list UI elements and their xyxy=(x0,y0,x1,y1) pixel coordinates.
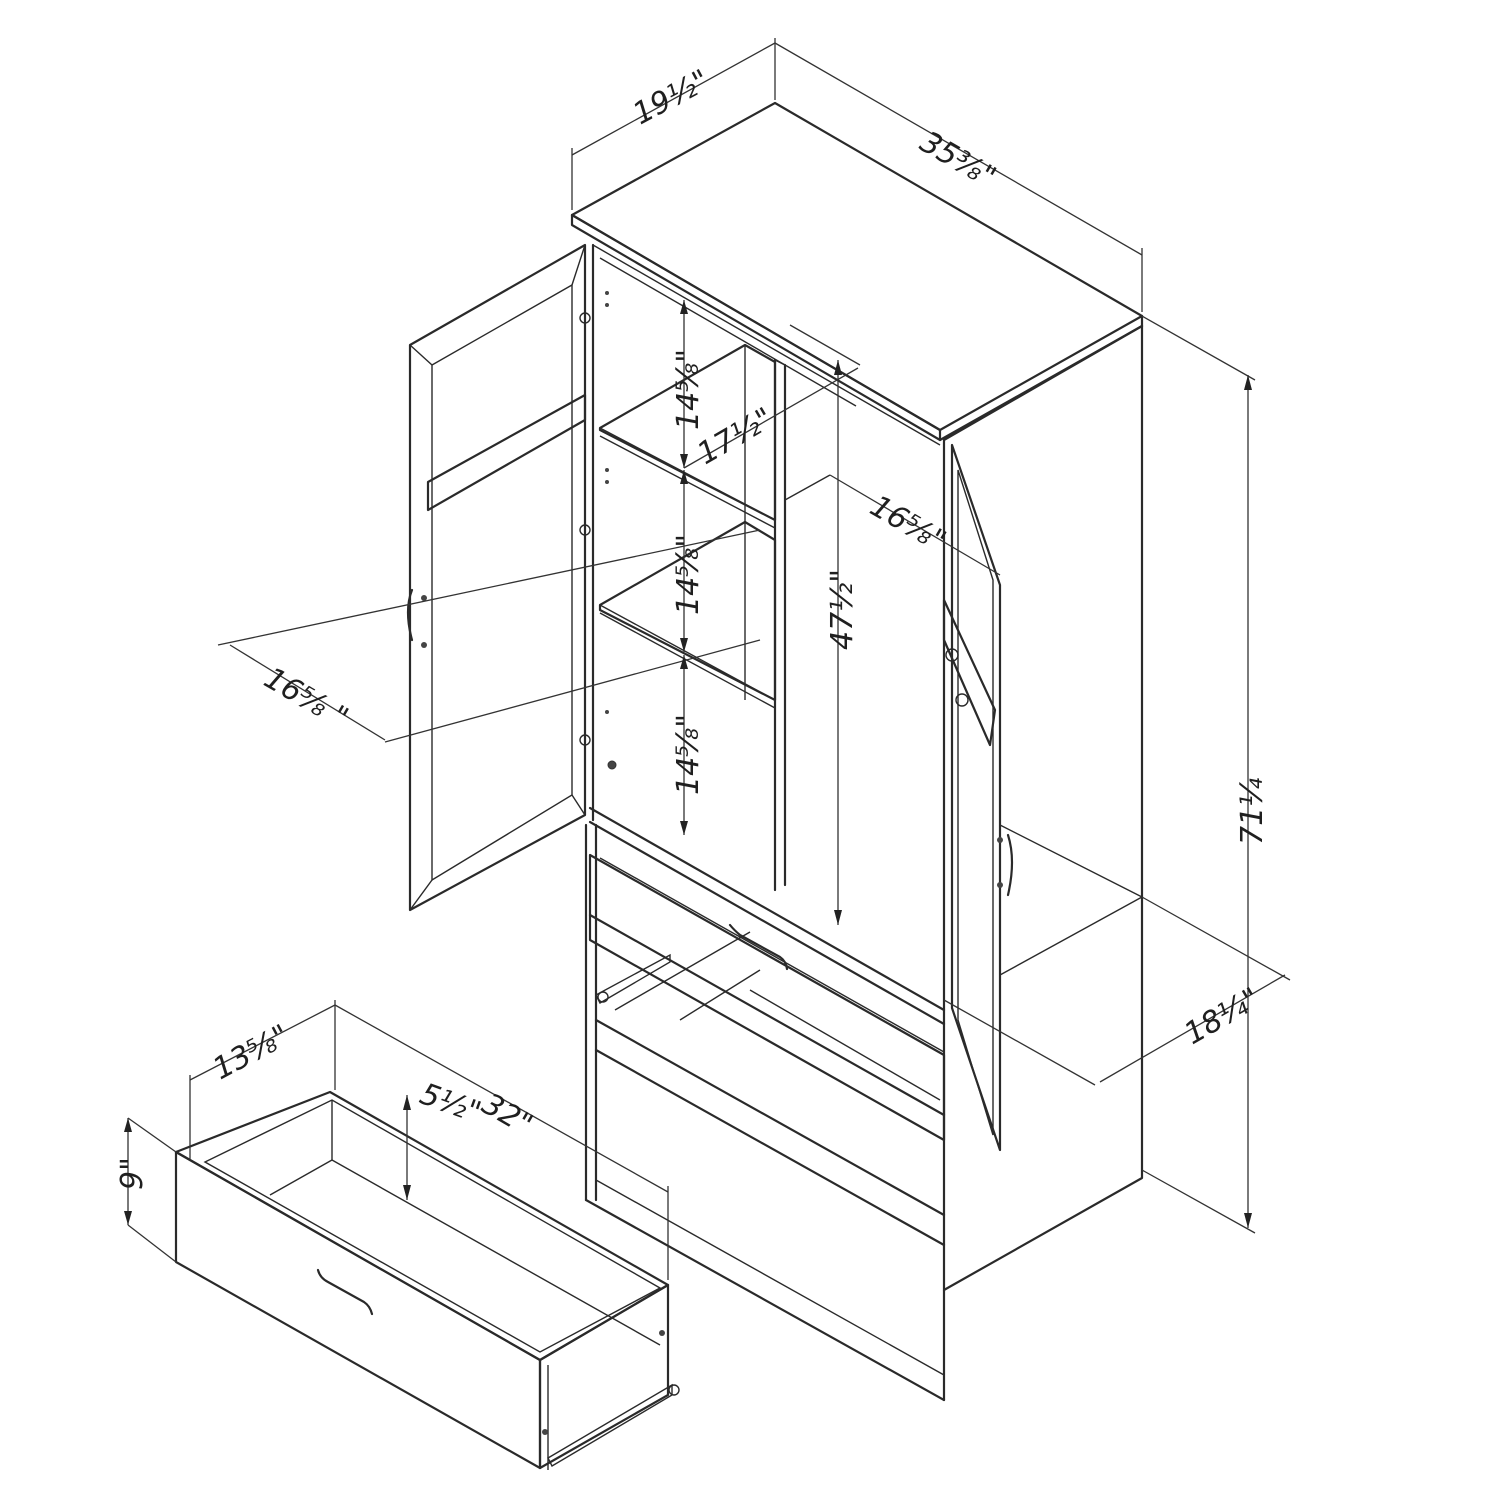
label-shelf-gap-bottom: 14⅝" xyxy=(671,714,706,795)
shelf-middle xyxy=(598,520,777,702)
label-base-depth: 18¼" xyxy=(1179,981,1267,1052)
drawer-handle xyxy=(316,1268,374,1316)
dimension-labels: 19½" 35⅜" 71¼ 18¼" 47½" 14⅝" 14⅝" 14⅝" 1… xyxy=(115,63,1270,1190)
label-drawer-width: 32" xyxy=(476,1087,539,1143)
label-drawer-height: 9" xyxy=(115,1157,150,1190)
shelf-top xyxy=(598,343,777,522)
left-door-handle xyxy=(406,588,414,642)
label-drawer-inner-height: 5½" xyxy=(415,1077,485,1131)
label-door-width: 16⅝ " xyxy=(258,661,354,737)
drawer-handle-closed xyxy=(728,923,789,971)
right-door-handle xyxy=(1006,833,1014,897)
label-top-depth: 19½" xyxy=(627,63,715,132)
label-right-interior-width: 16⅝" xyxy=(864,489,952,560)
label-total-height: 71¼ xyxy=(1235,778,1270,845)
label-shelf-gap-top: 14⅝" xyxy=(671,349,706,430)
label-drawer-depth: 13⅝" xyxy=(207,1018,295,1087)
dimension-lines xyxy=(127,38,1291,1280)
drawer-detached xyxy=(174,1090,680,1470)
dimension-arrows xyxy=(124,300,1252,1228)
right-door-open xyxy=(942,443,1014,1152)
left-door-open xyxy=(406,243,617,912)
drawer-front-closed xyxy=(588,853,946,1142)
left-door-rail xyxy=(426,393,587,512)
drawer-front xyxy=(174,1150,542,1470)
right-door-rail xyxy=(942,598,997,747)
wardrobe-right-side xyxy=(942,324,1144,1292)
label-top-width: 35⅜" xyxy=(914,125,1002,196)
label-shelf-gap-middle: 14⅝" xyxy=(671,534,706,615)
label-interior-height: 47½" xyxy=(825,569,860,650)
wardrobe-body xyxy=(570,101,1144,1402)
